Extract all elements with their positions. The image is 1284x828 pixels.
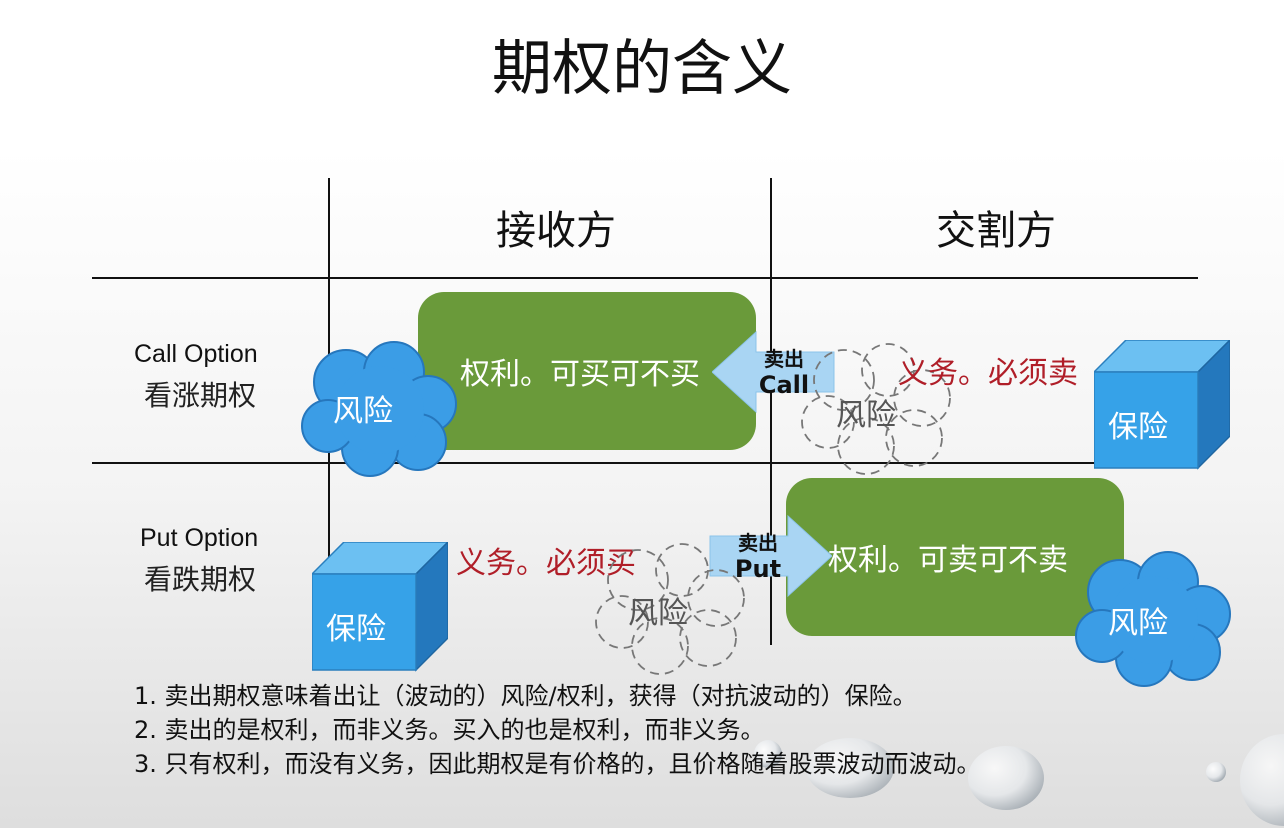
sell-call-label-line2: Call xyxy=(758,371,810,399)
put-insurance-cube-icon xyxy=(312,542,448,672)
put-risk-cloud-icon xyxy=(1075,551,1231,687)
droplet xyxy=(754,740,782,768)
call-risk-label: 风险 xyxy=(333,394,393,429)
grid-line-vertical-right xyxy=(770,178,772,645)
droplet xyxy=(1206,762,1226,782)
row-header-call-cn: 看涨期权 xyxy=(144,379,257,412)
put-risk-ghost-label: 风险 xyxy=(628,596,688,631)
note-1: 1. 卖出期权意味着出让（波动的）风险/权利，获得（对抗波动的）保险。 xyxy=(134,682,917,710)
sell-put-label-line1: 卖出 xyxy=(738,531,778,555)
droplet xyxy=(968,746,1044,810)
sell-call-label-line1: 卖出 xyxy=(764,347,804,371)
note-2: 2. 卖出的是权利，而非义务。买入的也是权利，而非义务。 xyxy=(134,716,765,744)
sell-put-arrow xyxy=(709,514,832,598)
column-header-receiver: 接收方 xyxy=(496,208,616,254)
sell-put-arrow-shape xyxy=(709,514,832,598)
note-3: 3. 只有权利，而没有义务，因此期权是有价格的，且价格随着股票波动而波动。 xyxy=(134,750,981,778)
page-title: 期权的含义 xyxy=(492,34,792,104)
put-risk-ghost-cloud-icon xyxy=(595,543,745,675)
column-header-deliverer: 交割方 xyxy=(936,208,1056,254)
call-right-box: 权利。可买可不买 xyxy=(418,292,756,450)
put-insurance-label: 保险 xyxy=(326,612,386,647)
put-right-box: 权利。可卖可不卖 xyxy=(786,478,1124,636)
grid-line-horizontal-middle xyxy=(92,462,1198,464)
call-right-text: 权利。可买可不买 xyxy=(460,357,700,392)
put-obligation-text: 义务。必须买 xyxy=(456,546,636,581)
droplet xyxy=(1240,734,1284,826)
sell-call-arrow-shape xyxy=(712,330,835,414)
call-obligation-text: 义务。必须卖 xyxy=(898,356,1078,391)
cube-front xyxy=(1094,371,1199,469)
sell-call-arrow xyxy=(712,330,835,414)
droplet xyxy=(806,738,894,798)
cube-front xyxy=(312,573,417,671)
sell-call-label: 卖出 Call xyxy=(752,346,816,398)
call-risk-cloud-icon xyxy=(301,341,457,477)
grid-line-horizontal-top xyxy=(92,277,1198,279)
row-header-put-en: Put Option xyxy=(140,524,259,552)
call-risk-ghost-label: 风险 xyxy=(836,398,896,433)
water-droplets-decoration xyxy=(754,734,1284,826)
row-header-put-cn: 看跌期权 xyxy=(144,563,257,596)
row-header-call-en: Call Option xyxy=(134,340,258,368)
sell-put-label: 卖出 Put xyxy=(726,530,790,582)
put-right-text: 权利。可卖可不卖 xyxy=(828,543,1068,578)
put-risk-label: 风险 xyxy=(1108,606,1168,641)
call-risk-ghost-cloud-icon xyxy=(801,343,951,475)
call-insurance-label: 保险 xyxy=(1108,410,1168,445)
sell-put-label-line2: Put xyxy=(734,555,782,583)
call-insurance-cube-icon xyxy=(1094,340,1230,470)
